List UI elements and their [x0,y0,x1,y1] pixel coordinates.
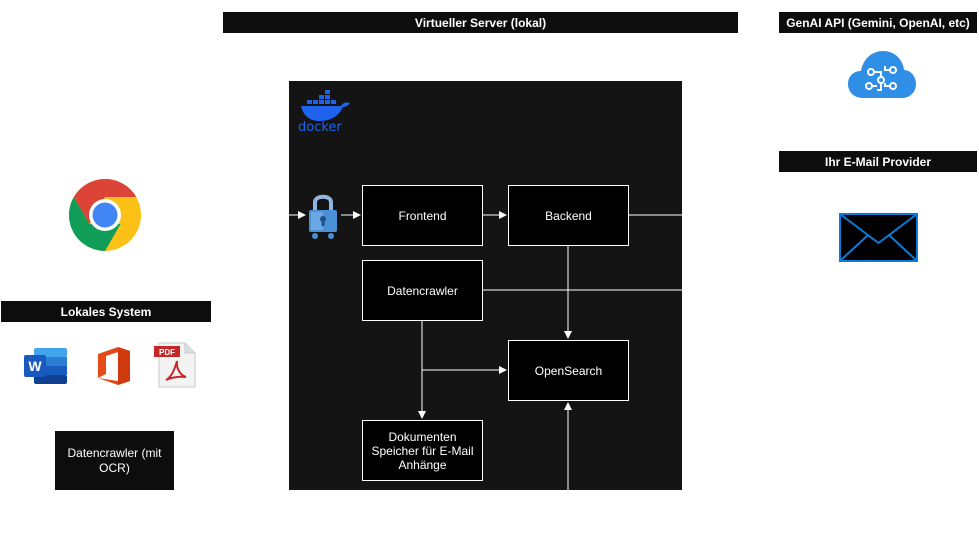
frontend-node: Frontend [362,185,483,246]
lock-icon [309,194,337,239]
document-storage-node: Dokumenten Speicher für E-Mail Anhänge [362,420,483,481]
opensearch-node: OpenSearch [508,340,629,401]
word-icon: W [24,348,67,384]
docker-wordmark: docker [298,120,342,134]
pdf-icon: PDF [154,342,196,388]
word-letter: W [28,358,42,374]
mail-icon [839,213,918,262]
office-icon [98,347,130,385]
datencrawler-node: Datencrawler [362,260,483,321]
docker-container-area [289,81,682,490]
docker-icon: docker [298,90,350,134]
local-system-header: Lokales System [1,301,211,322]
server-header: Virtueller Server (lokal) [223,12,738,33]
pdf-badge-text: PDF [159,348,175,357]
local-datencrawler-node: Datencrawler (mit OCR) [55,431,174,490]
email-header: Ihr E-Mail Provider [779,151,977,172]
genai-header: GenAI API (Gemini, OpenAI, etc) [779,12,977,33]
backend-node: Backend [508,185,629,246]
chrome-icon [68,179,141,251]
cloud-ai-icon [848,51,916,98]
